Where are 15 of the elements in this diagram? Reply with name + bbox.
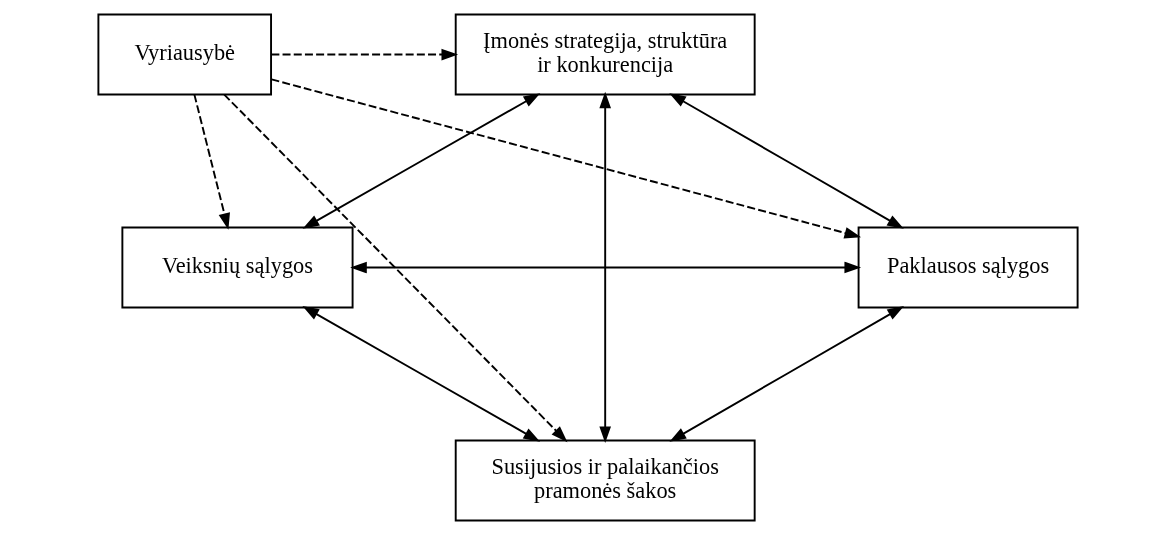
arrow: [270, 48, 459, 61]
arrow: [350, 261, 862, 274]
node-box: Įmonės strategija, struktūra ir konkurencija: [454, 13, 756, 96]
node-box: Veiksnių sąlygos: [121, 226, 354, 309]
node-box: Paklausos sąlygos: [857, 226, 1079, 309]
node-box: Vyriausybė: [97, 13, 272, 96]
arrow: [223, 93, 568, 443]
arrow: [302, 306, 541, 442]
arrow: [193, 93, 230, 230]
arrow: [669, 93, 904, 229]
arrow: [599, 91, 611, 444]
arrow: [669, 306, 905, 442]
arrow: [302, 93, 541, 229]
node-box: Susijusios ir palaikančios pramonės šakos: [454, 439, 756, 522]
arrow: [270, 78, 862, 239]
